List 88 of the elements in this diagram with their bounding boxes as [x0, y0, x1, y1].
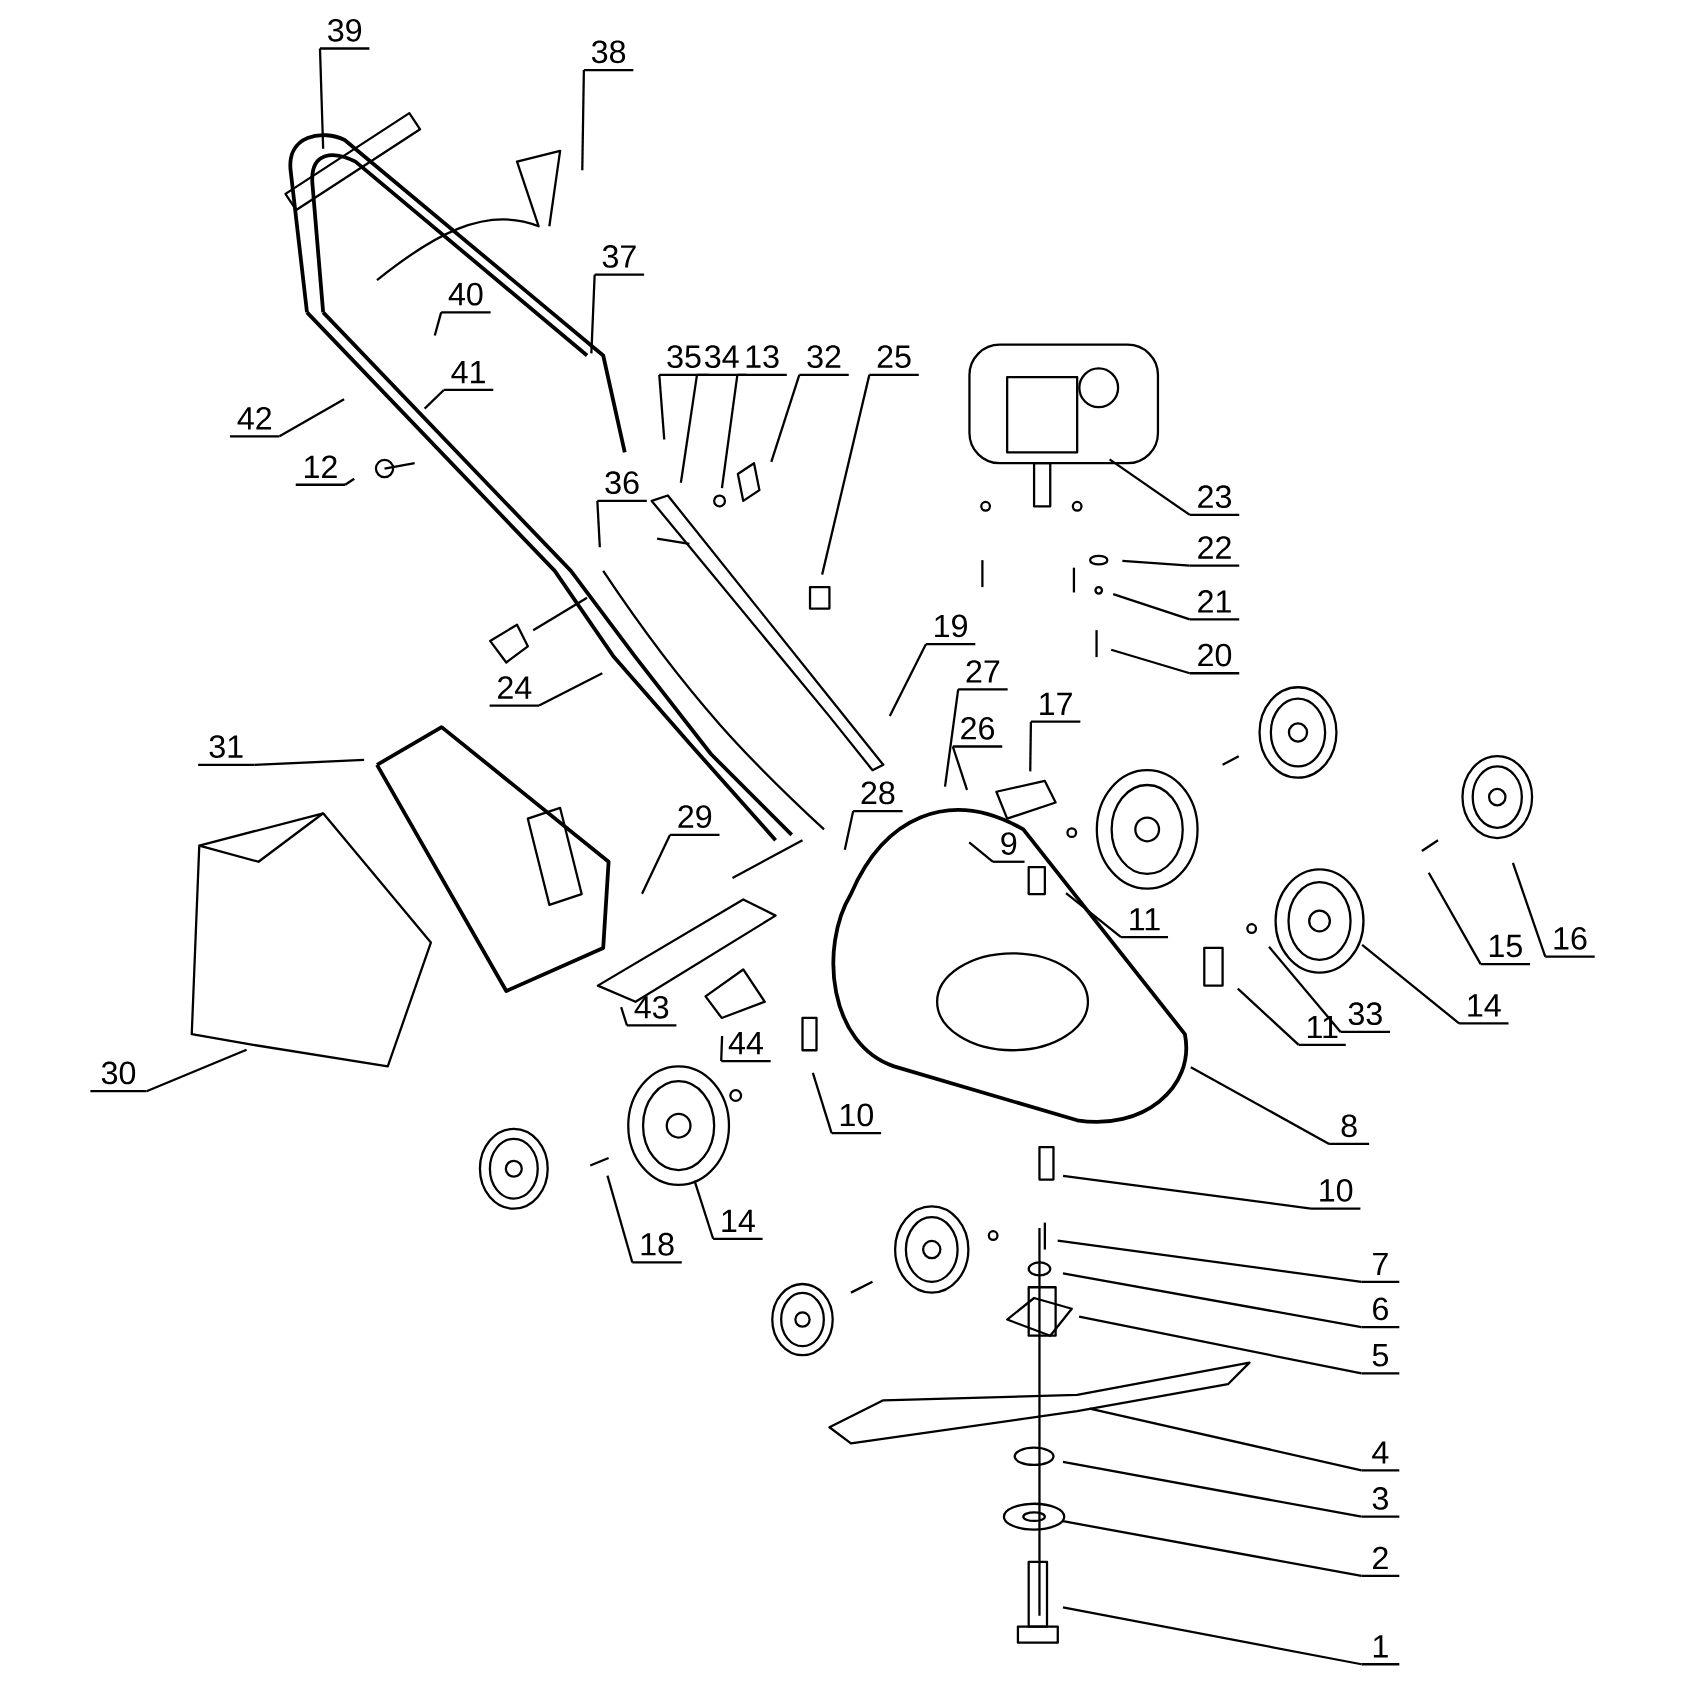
leader-line	[1065, 892, 1122, 939]
callout-number: 2	[1361, 1546, 1400, 1578]
callout-number: 11	[1120, 908, 1168, 939]
leader-line	[1062, 1606, 1362, 1666]
leader-line	[590, 274, 596, 354]
callout-number: 26	[952, 716, 1003, 748]
leader-line	[821, 374, 871, 575]
leader-line	[943, 689, 960, 787]
leader-line	[596, 500, 601, 548]
leader-line	[843, 810, 855, 850]
callout-number: 14	[713, 1209, 763, 1240]
callout-number: 9	[993, 832, 1025, 863]
leader-line	[1361, 944, 1460, 1025]
leader-line	[1190, 1066, 1330, 1145]
leader-line	[679, 374, 699, 483]
callout-number: 36	[597, 471, 647, 503]
leader-line	[1110, 648, 1191, 675]
leader-line	[720, 1035, 724, 1062]
callout-number: 8	[1329, 1114, 1370, 1146]
callout-number: 10	[831, 1103, 882, 1135]
callout-number: 38	[583, 40, 634, 72]
callout-number: 5	[1361, 1344, 1400, 1375]
leader-line	[538, 672, 603, 707]
leader-line	[1237, 987, 1300, 1046]
leader-line	[254, 758, 365, 766]
callout-number: 37	[594, 245, 645, 276]
leader-line	[641, 834, 672, 895]
callout-number: 39	[320, 18, 370, 50]
leader-line	[581, 70, 585, 171]
callout-number: 31	[198, 735, 255, 766]
leader-line	[344, 477, 355, 486]
callout-number: 44	[721, 1032, 771, 1063]
leader-line	[770, 374, 801, 463]
callout-number: 15	[1480, 934, 1531, 966]
leader-line	[1108, 458, 1191, 516]
callout-number: 1	[1361, 1635, 1400, 1666]
leader-line	[1062, 1174, 1312, 1210]
leader-line	[1122, 559, 1190, 567]
callout-number: 7	[1361, 1252, 1400, 1283]
leader-line	[423, 389, 445, 410]
callout-number: 19	[925, 614, 976, 646]
leader-line	[1089, 1407, 1362, 1472]
callout-number: 42	[230, 407, 280, 438]
leader-line	[693, 1180, 715, 1240]
leader-line	[620, 1006, 629, 1026]
leader-line	[1057, 1239, 1362, 1283]
leader-line	[146, 1048, 247, 1093]
callout-number: 3	[1361, 1487, 1400, 1518]
callout-number: 27	[958, 660, 1008, 691]
leader-line	[658, 374, 666, 440]
leader-line	[811, 1072, 833, 1134]
leader-line	[1029, 721, 1033, 772]
leader-line	[888, 643, 927, 717]
leader-line	[1427, 872, 1482, 965]
leader-line	[720, 374, 739, 489]
leader-line	[951, 746, 969, 791]
callout-number: 24	[489, 676, 540, 707]
leader-line	[1062, 1272, 1362, 1329]
callout-number: 12	[295, 455, 346, 486]
leader-line	[606, 1175, 634, 1263]
callout-number: 30	[90, 1061, 147, 1093]
callout-number: 10	[1310, 1179, 1361, 1210]
callout-number: 22	[1189, 536, 1240, 567]
leader-line	[278, 398, 345, 438]
callout-number: 14	[1459, 994, 1509, 1025]
callout-number: 18	[632, 1232, 682, 1264]
callout-number: 40	[441, 282, 491, 314]
callout-number: 4	[1361, 1441, 1400, 1472]
callout-number: 6	[1361, 1297, 1400, 1329]
callout-number: 21	[1189, 590, 1240, 621]
leader-line	[1062, 1520, 1362, 1578]
callout-number: 43	[626, 995, 677, 1027]
callout-number: 17	[1030, 692, 1081, 723]
callout-number: 29	[670, 805, 720, 836]
leader-line	[1112, 593, 1191, 621]
callout-number: 16	[1545, 926, 1595, 958]
leader-line	[318, 48, 325, 149]
callout-number: 25	[869, 345, 919, 376]
callout-number: 28	[853, 781, 903, 813]
leader-line	[1511, 862, 1547, 957]
leader-line	[1062, 1460, 1362, 1518]
callout-number: 20	[1189, 643, 1240, 675]
callout-number: 23	[1189, 485, 1240, 517]
leader-line	[433, 312, 443, 336]
leader-line	[1078, 1315, 1362, 1375]
leader-line	[968, 841, 994, 863]
callout-number: 41	[443, 361, 494, 392]
callout-number: 32	[799, 345, 849, 376]
